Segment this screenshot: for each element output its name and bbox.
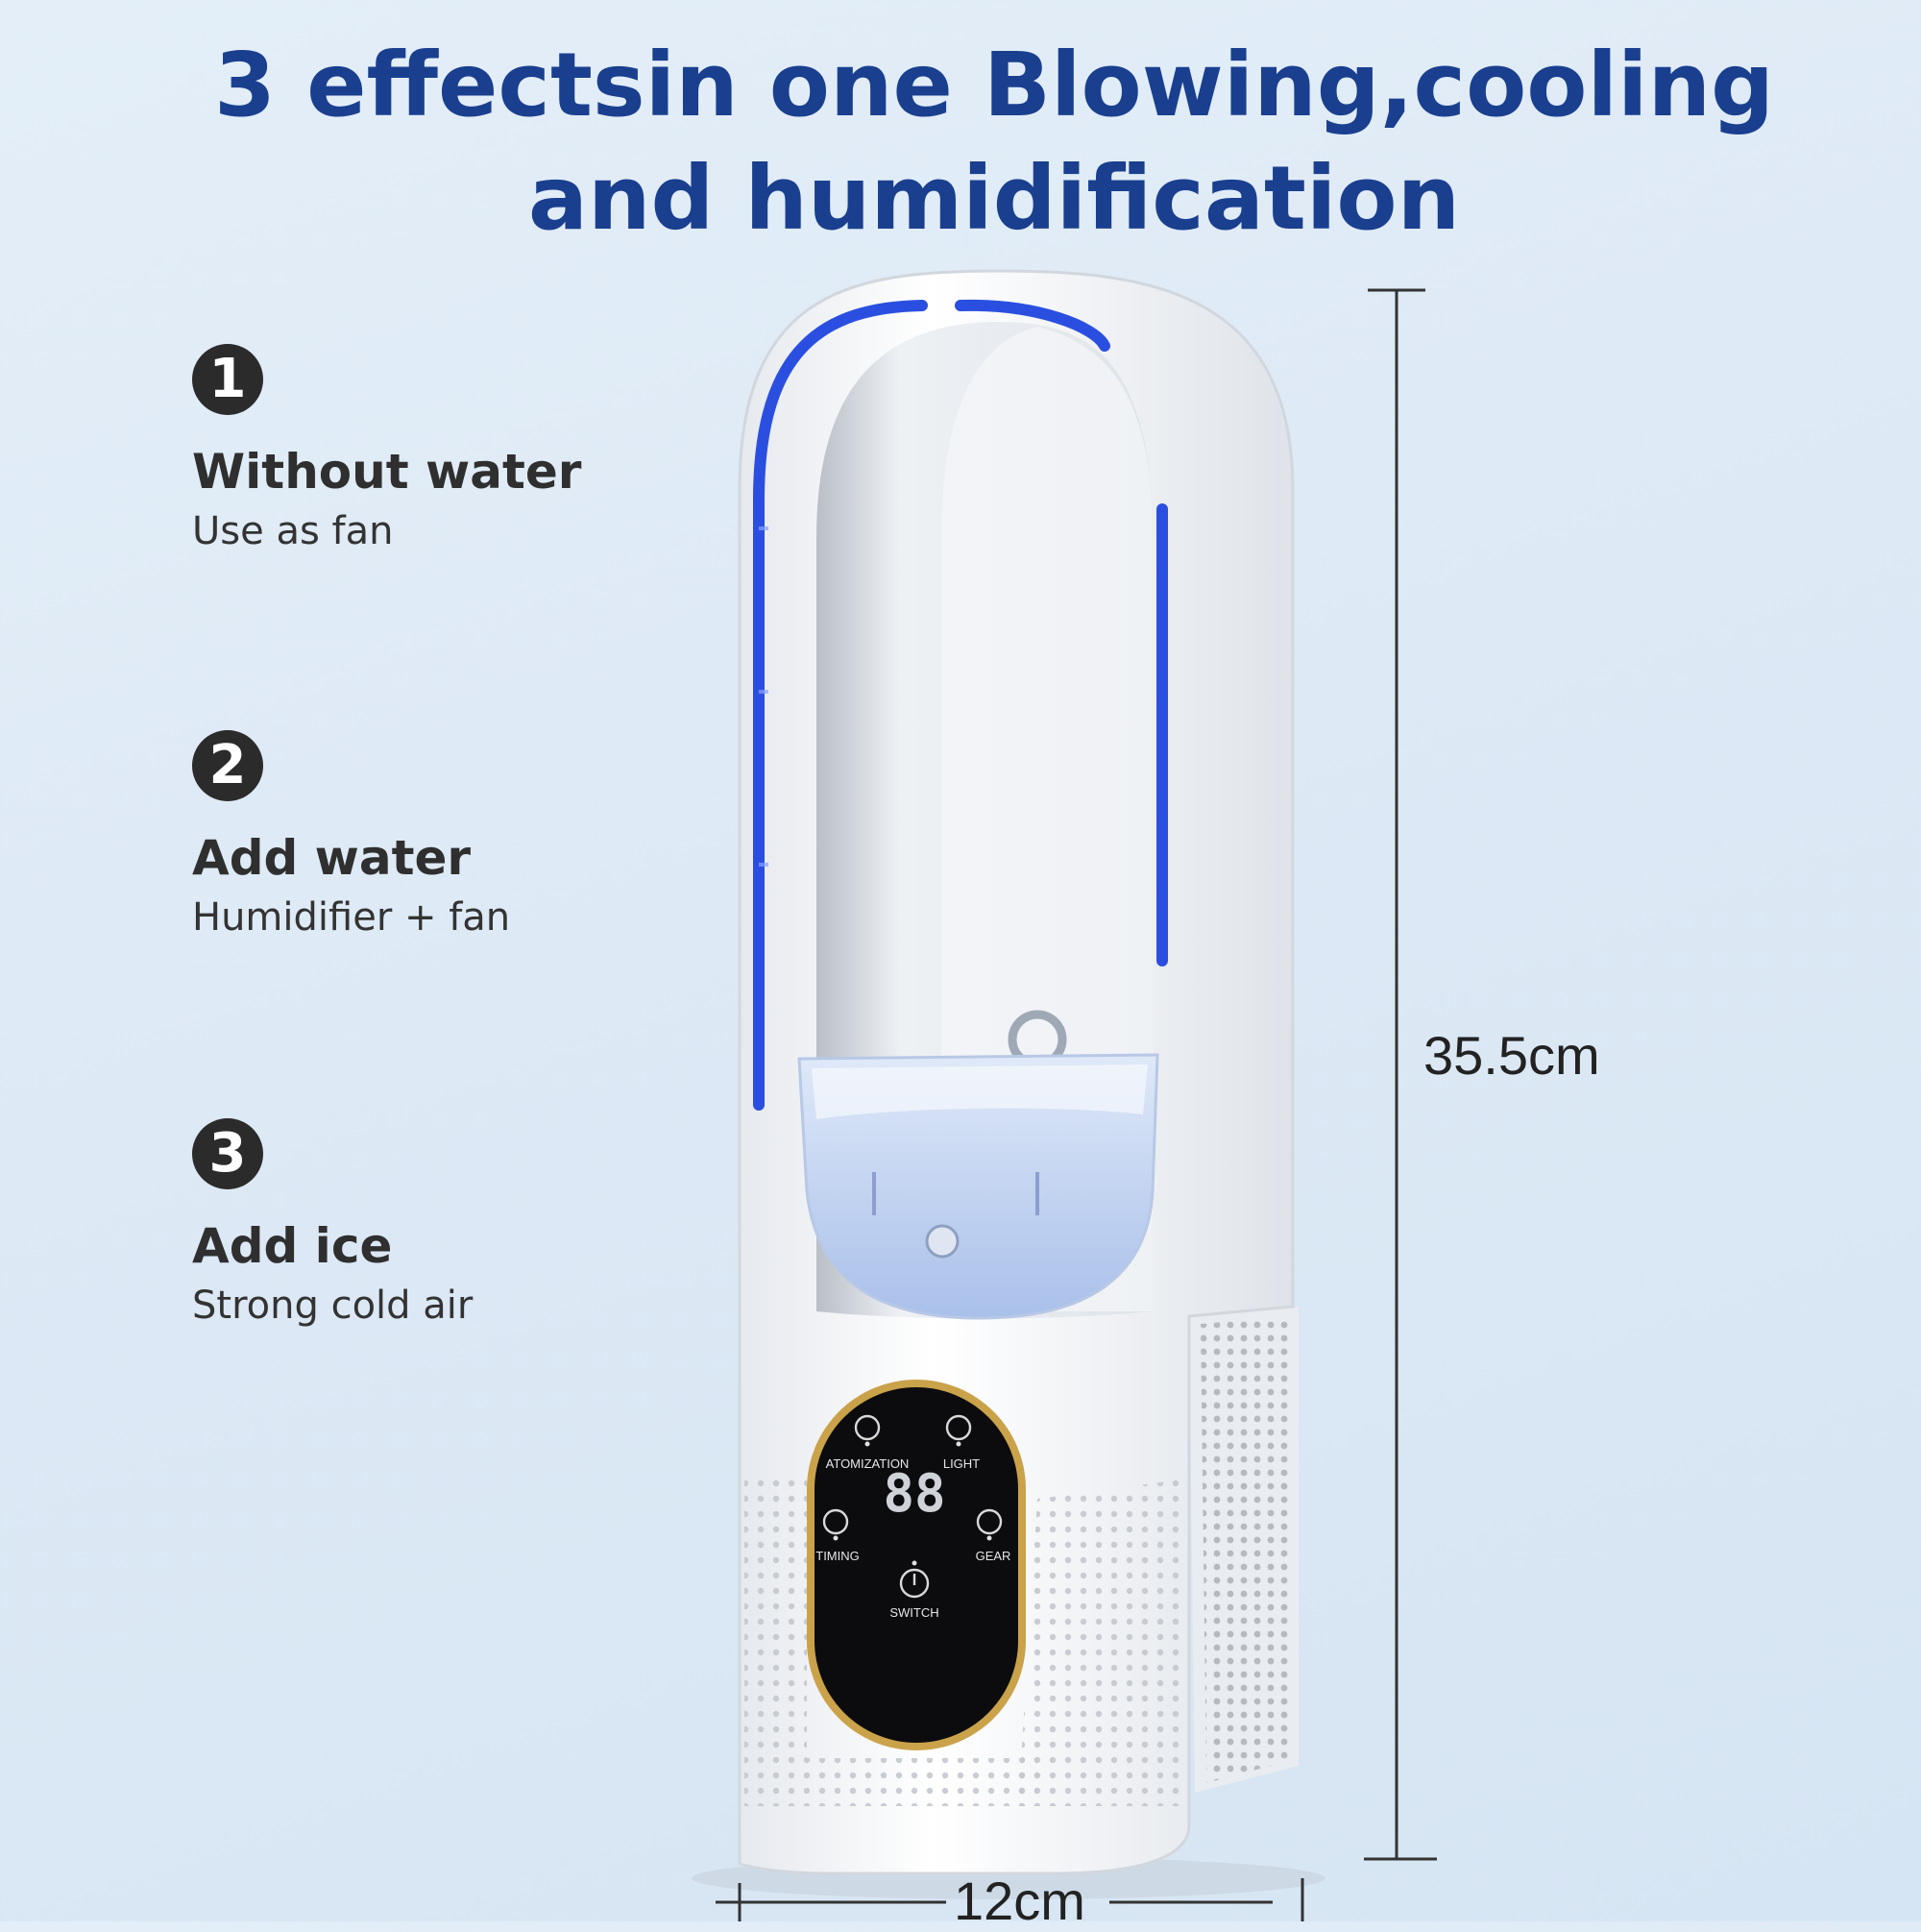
digit-display: 88 [883,1463,945,1524]
timing-icon[interactable] [822,1508,849,1535]
headline-line-1: 3 effectsin one Blowing,cooling [214,34,1774,136]
led-light-strip [753,299,1168,1111]
feature-subtitle: Use as fan [192,509,394,553]
light-label: LIGHT [943,1456,980,1471]
feature-title: Add ice [192,1218,393,1274]
width-label: 12cm [954,1871,1085,1931]
height-dimension-line [1364,288,1437,1861]
mist-nozzle [925,1224,960,1259]
power-icon[interactable] [899,1568,930,1599]
switch-label: SWITCH [889,1605,938,1620]
feature-number-badge: 3 [192,1118,263,1189]
headline-line-2: and humidification [527,147,1461,250]
feature-subtitle: Humidifier + fan [192,895,511,940]
feature-subtitle: Strong cold air [192,1284,474,1328]
light-icon[interactable] [945,1414,972,1441]
side-grill [1189,1307,1299,1793]
control-panel: ATOMIZATION LIGHT 88 TIMING GEAR SWITCH [807,1380,1026,1750]
timing-label: TIMING [815,1549,860,1563]
feature-add-ice: 3 Add ice Strong cold air [192,1118,473,1328]
atomization-label: ATOMIZATION [826,1456,910,1471]
feature-number-badge: 2 [192,730,263,801]
feature-title: Add water [192,830,472,886]
front-vent-dots [744,1480,807,1806]
height-label: 35.5cm [1423,1025,1600,1086]
feature-number-badge: 1 [192,344,263,415]
feature-without-water: 1 Without water Use as fan [192,344,581,553]
headline: 3 effectsin one Blowing,cooling and humi… [0,29,1921,256]
water-tank [797,1053,1159,1320]
gear-icon[interactable] [976,1508,1003,1535]
gear-label: GEAR [976,1549,1011,1563]
feature-add-water: 2 Add water Humidifier + fan [192,730,510,940]
atomization-icon[interactable] [854,1414,881,1441]
feature-title: Without water [192,444,582,500]
width-dimension-line [716,1878,1304,1921]
